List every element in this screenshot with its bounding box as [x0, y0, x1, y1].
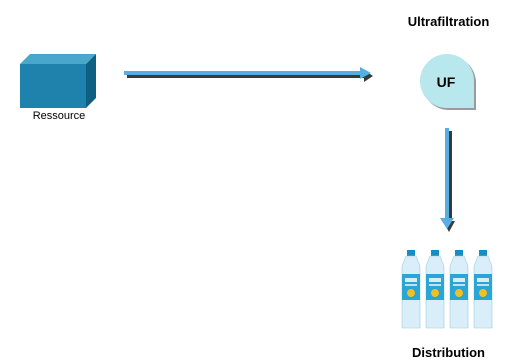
- uf-badge-label: UF: [436, 74, 456, 90]
- ultrafiltration-unit-icon: [420, 54, 476, 110]
- ultrafiltration-title: Ultrafiltration: [407, 14, 490, 29]
- resource-box-icon: [20, 54, 96, 108]
- distribution-bottles-icon: [401, 250, 493, 329]
- distribution-title: Distribution: [412, 345, 485, 360]
- arrow-resource-to-uf: [124, 67, 373, 82]
- resource-label: Ressource: [32, 110, 86, 122]
- arrow-uf-to-distribution: [440, 128, 455, 232]
